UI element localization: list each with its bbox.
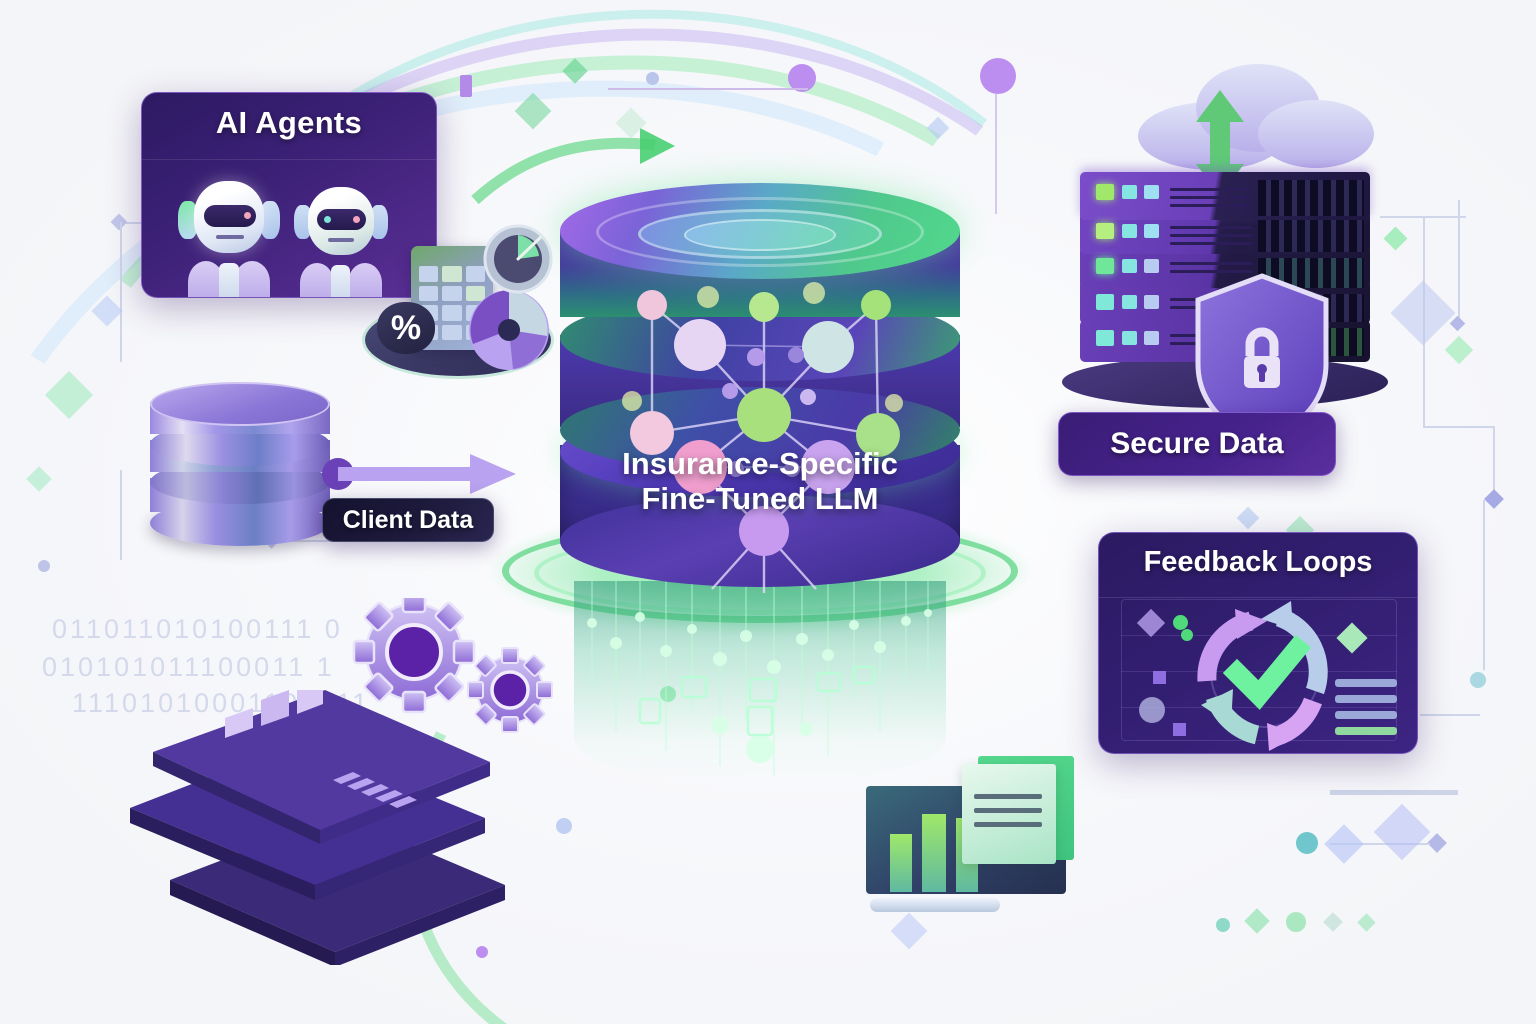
llm-label-line2: Fine-Tuned LLM	[641, 480, 879, 516]
up-down-arrow-icon	[1196, 90, 1244, 196]
neural-network-icon	[622, 282, 903, 593]
feedback-loops-card[interactable]: Feedback Loops	[1098, 532, 1418, 754]
percent-badge-icon: %	[377, 302, 435, 354]
data-stream-icon	[574, 581, 946, 781]
binary-row-1: 011011010100111 0	[52, 614, 343, 644]
llm-core[interactable]: Insurance-Specific Fine-Tuned LLM	[490, 175, 1030, 781]
flow-arrow-icon	[322, 454, 516, 494]
ai-agents-card[interactable]: AI Agents	[141, 92, 437, 298]
calculator-icon: %	[355, 222, 560, 382]
binary-row-2: 010101011100011 1	[42, 652, 335, 682]
bar-2	[922, 814, 946, 892]
cloud-icon	[1130, 62, 1382, 172]
circular-arrows-checkmark-icon	[1197, 601, 1328, 751]
pie-chart-icon	[469, 290, 549, 370]
database-stack-icon	[150, 382, 330, 552]
secure-data-label[interactable]: Secure Data	[1058, 412, 1336, 476]
feedback-loops-title: Feedback Loops	[1143, 546, 1373, 578]
document-layers-icon	[85, 680, 535, 967]
llm-label: Insurance-Specific Fine-Tuned LLM	[578, 446, 942, 516]
ai-agents-title: AI Agents	[215, 105, 363, 140]
report-document-icon	[962, 756, 1074, 904]
client-data-label[interactable]: Client Data	[322, 498, 494, 542]
llm-label-line1: Insurance-Specific	[622, 446, 898, 481]
gears-icon	[352, 590, 572, 738]
secure-data-text: Secure Data	[1110, 427, 1284, 460]
bar-1	[890, 834, 912, 892]
shield-lock-icon	[1195, 273, 1329, 443]
client-data-text: Client Data	[342, 505, 474, 534]
gauge-donut-icon	[483, 224, 553, 294]
